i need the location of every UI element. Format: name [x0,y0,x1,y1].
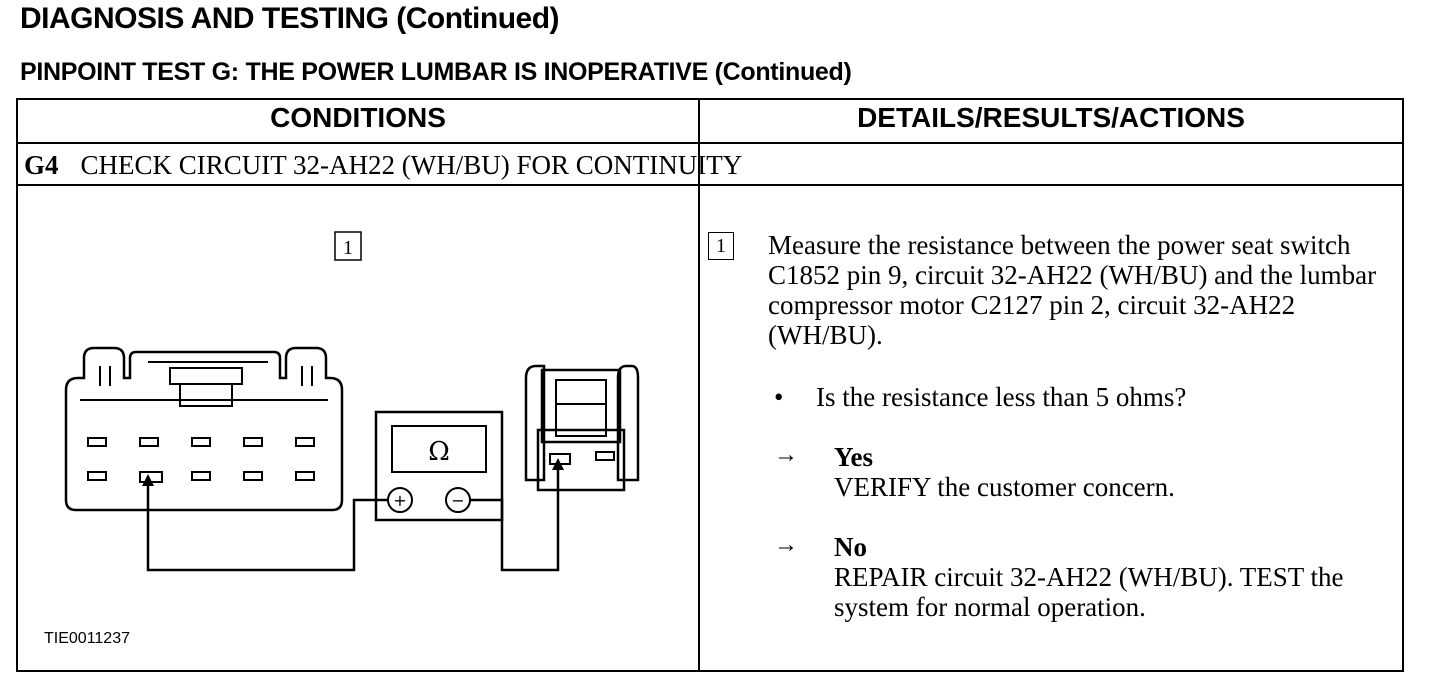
details-column-header: DETAILS/RESULTS/ACTIONS [857,102,1245,133]
header-row-divider [18,142,1402,144]
plus-symbol: + [393,491,406,510]
test-leads [146,462,560,572]
probe-tips [142,458,564,486]
switch-connector-c1852 [64,346,344,512]
column-divider [698,100,700,670]
no-label: No [834,532,867,562]
test-title: PINPOINT TEST G: THE POWER LUMBAR IS INO… [20,58,852,86]
switch-connector-pins [87,437,315,483]
yes-label: Yes [834,442,873,472]
no-result: No REPAIR circuit 32-AH22 (WH/BU). TEST … [834,532,1394,622]
step-heading: G4 CHECK CIRCUIT 32-AH22 (WH/BU) FOR CONT… [24,150,742,181]
diagram-callout-number: 1 [343,237,353,259]
minus-symbol: − [451,491,464,510]
continuity-test-diagram: 1 Ω + − [64,231,640,572]
no-arrow: → [774,532,798,558]
measure-instruction: Measure the resistance between the power… [768,230,1377,350]
page-title: DIAGNOSIS AND TESTING (Continued) [20,2,560,35]
step-code: G4 [24,150,59,180]
motor-connector-c2127 [524,364,640,492]
conditions-column-header: CONDITIONS [270,102,446,133]
yes-action: VERIFY the customer concern. [834,472,1175,502]
ohm-symbol: Ω [428,437,450,467]
test-question: Is the resistance less than 5 ohms? [816,382,1187,412]
bullet: • [774,382,784,412]
diagram-callout-box [334,231,362,261]
yes-result: Yes VERIFY the customer concern. [834,442,1394,502]
step-row-divider [18,184,1402,186]
ohmmeter: Ω + − [374,410,504,522]
details-callout-box: 1 [708,232,734,260]
yes-arrow: → [774,442,798,468]
step-title: CHECK CIRCUIT 32-AH22 (WH/BU) FOR CONTIN… [80,150,743,180]
pinpoint-test-table: CONDITIONS DETAILS/RESULTS/ACTIONS G4 CHE… [16,98,1404,672]
no-action: REPAIR circuit 32-AH22 (WH/BU). TEST the… [834,562,1344,622]
figure-id: TIE0011237 [44,630,130,647]
